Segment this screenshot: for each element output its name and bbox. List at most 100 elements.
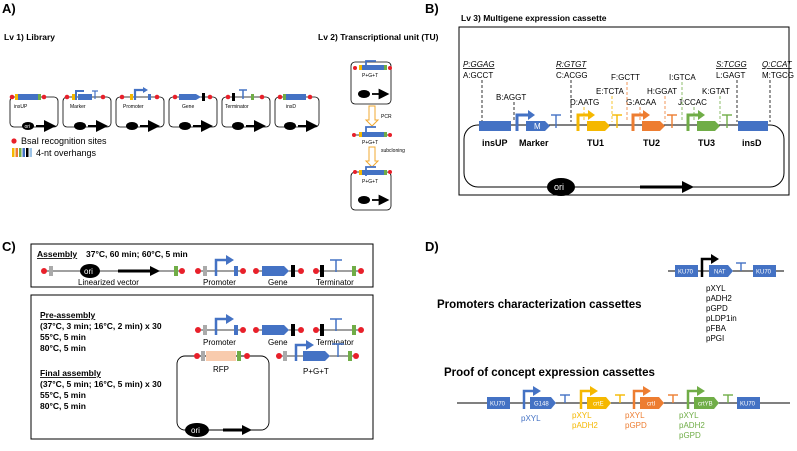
proof-title: Proof of concept expression cassettes <box>444 367 655 379</box>
p3-pgpd: pGPD <box>625 421 647 430</box>
ori-label: ori <box>25 124 31 130</box>
final-line-1: (37°C, 5 min; 16°C, 5 min) x 30 <box>40 379 162 389</box>
oh-l: L:GAGT <box>716 71 745 80</box>
part-label-marker: Marker <box>70 104 86 110</box>
char-title: Promoters characterization cassettes <box>437 299 642 311</box>
oh-g: G:ACAA <box>626 98 657 107</box>
ku70-2: KU70 <box>756 270 772 276</box>
oh-i: I:GTCA <box>669 73 696 82</box>
pre-title: Pre-assembly <box>40 310 96 320</box>
pre-line-3: 80°C, 5 min <box>40 343 86 353</box>
pre-final-box <box>30 294 374 440</box>
plasmid-promoter: Promoter <box>115 87 165 132</box>
promoter-pfba: pFBA <box>706 324 727 333</box>
promoter-label-pre: Promoter <box>203 338 236 347</box>
panel-b-label: B) <box>425 1 439 16</box>
crti-label: crtI <box>647 402 656 408</box>
library-plasmids: insUP ori Marker Promoter <box>9 87 320 132</box>
assembly-title: Assembly <box>37 249 77 259</box>
p4-pgpd: pGPD <box>679 431 701 440</box>
ori-c2: ori <box>191 426 200 435</box>
crte-label: crtE <box>593 402 604 408</box>
p2-padh2: pADH2 <box>572 421 598 430</box>
legend: BsaI recognition sites 4-nt overhangs <box>11 136 107 158</box>
panel-d-label: D) <box>425 239 439 254</box>
promoter-label-c: Promoter <box>203 278 236 287</box>
promoter-ppgi: pPGI <box>706 334 724 343</box>
assembly-cond: 37°C, 60 min; 60°C, 5 min <box>86 249 188 259</box>
tu-flow: P+G+T PCR P+G+T subcloning P+G+T <box>350 60 405 211</box>
oh-j: J:CCAC <box>678 98 707 107</box>
plasmid-insup: insUP ori <box>9 94 59 132</box>
promoter-pxyl: pXYL <box>706 284 726 293</box>
p4-pxyl: pXYL <box>679 411 699 420</box>
label-insup: insUP <box>482 138 508 148</box>
assembly-parts: Promoter Gene Terminator <box>195 255 364 287</box>
plasmid-terminator: Terminator <box>221 89 271 132</box>
pcr-label: PCR <box>381 114 392 120</box>
cassette: M insUP Marker TU1 TU2 TU3 insD ori <box>463 110 785 196</box>
lv3-box <box>458 26 790 196</box>
overhang-labels: P:GGAG A:GCCT B:AGGT R:GTGT C:ACGG D:AAT… <box>463 60 794 107</box>
proof-cassette: KU70 G148 crtE crtI crtYB KU70 <box>457 386 790 409</box>
part-label-insd: insD <box>286 104 296 110</box>
p2-pxyl: pXYL <box>572 411 592 420</box>
linearized-label: Linearized vector <box>78 278 139 287</box>
label-tu3: TU3 <box>698 138 715 148</box>
plasmid-insd: insD <box>274 94 320 132</box>
rfp-label: RFP <box>213 365 229 374</box>
oh-k: K:GTAT <box>702 87 730 96</box>
crtyb-label: crtYB <box>698 402 713 408</box>
final-title: Final assembly <box>40 368 101 378</box>
oh-f: F:GCTT <box>611 73 640 82</box>
p4-padh2: pADH2 <box>679 421 705 430</box>
part-label-insup: insUP <box>14 104 28 110</box>
tu-pgt-mid: P+G+T <box>362 140 378 146</box>
label-tu2: TU2 <box>643 138 660 148</box>
gene-label-c: Gene <box>268 278 288 287</box>
label-tu1: TU1 <box>587 138 604 148</box>
promoter-padh2: pADH2 <box>706 294 732 303</box>
p1-pxyl: pXYL <box>521 414 541 423</box>
oh-e: E:TCTA <box>596 87 625 96</box>
final-line-2: 55°C, 5 min <box>40 390 86 400</box>
label-insd: insD <box>742 138 762 148</box>
oh-h: H:GGAT <box>647 87 677 96</box>
oh-s: S:TCGG <box>716 60 747 69</box>
oh-b: B:AGGT <box>496 93 526 102</box>
legend-overhangs: 4-nt overhangs <box>36 148 97 158</box>
subcloning-label: subcloning <box>381 148 405 154</box>
promoter-pldp1in: pLDP1in <box>706 314 737 323</box>
pre-line-2: 55°C, 5 min <box>40 332 86 342</box>
oh-r: R:GTGT <box>556 60 587 69</box>
part-label-promoter: Promoter <box>123 104 144 110</box>
p3-pxyl: pXYL <box>625 411 645 420</box>
linearized-vector: ori Linearized vector <box>41 264 185 287</box>
ku70-3: KU70 <box>490 402 506 408</box>
final-line-3: 80°C, 5 min <box>40 401 86 411</box>
oh-d: D:AATG <box>570 98 599 107</box>
ku70-4: KU70 <box>740 402 756 408</box>
terminator-label-pre: Terminator <box>316 338 354 347</box>
promoter-cassette: KU70 NAT KU70 <box>668 254 784 277</box>
lv2-title: Lv 2) Transcriptional unit (TU) <box>318 32 439 42</box>
oh-c: C:ACGG <box>556 71 588 80</box>
promoter-list: pXYL pADH2 pGPD pLDP1in pFBA pPGI <box>706 284 737 343</box>
oh-p: P:GGAG <box>463 60 495 69</box>
plasmid-marker: Marker <box>62 90 112 132</box>
panel-a-label: A) <box>2 1 16 16</box>
terminator-label-c: Terminator <box>316 278 354 287</box>
tu-pgt-top: P+G+T <box>362 73 378 79</box>
assembly-box <box>30 243 374 288</box>
ori-b: ori <box>554 182 564 192</box>
nat-label: NAT <box>714 270 726 276</box>
ku70-1: KU70 <box>678 270 694 276</box>
label-marker: Marker <box>519 138 549 148</box>
gene-label-pre: Gene <box>268 338 288 347</box>
oh-q: Q:CCAT <box>762 60 793 69</box>
pgt-label-c: P+G+T <box>303 367 329 376</box>
promoter-pgpd: pGPD <box>706 304 728 313</box>
pre-line-1: (37°C, 3 min; 16°C, 2 min) x 30 <box>40 321 162 331</box>
plasmid-gene: Gene <box>168 93 218 132</box>
oh-a: A:GCCT <box>463 71 493 80</box>
